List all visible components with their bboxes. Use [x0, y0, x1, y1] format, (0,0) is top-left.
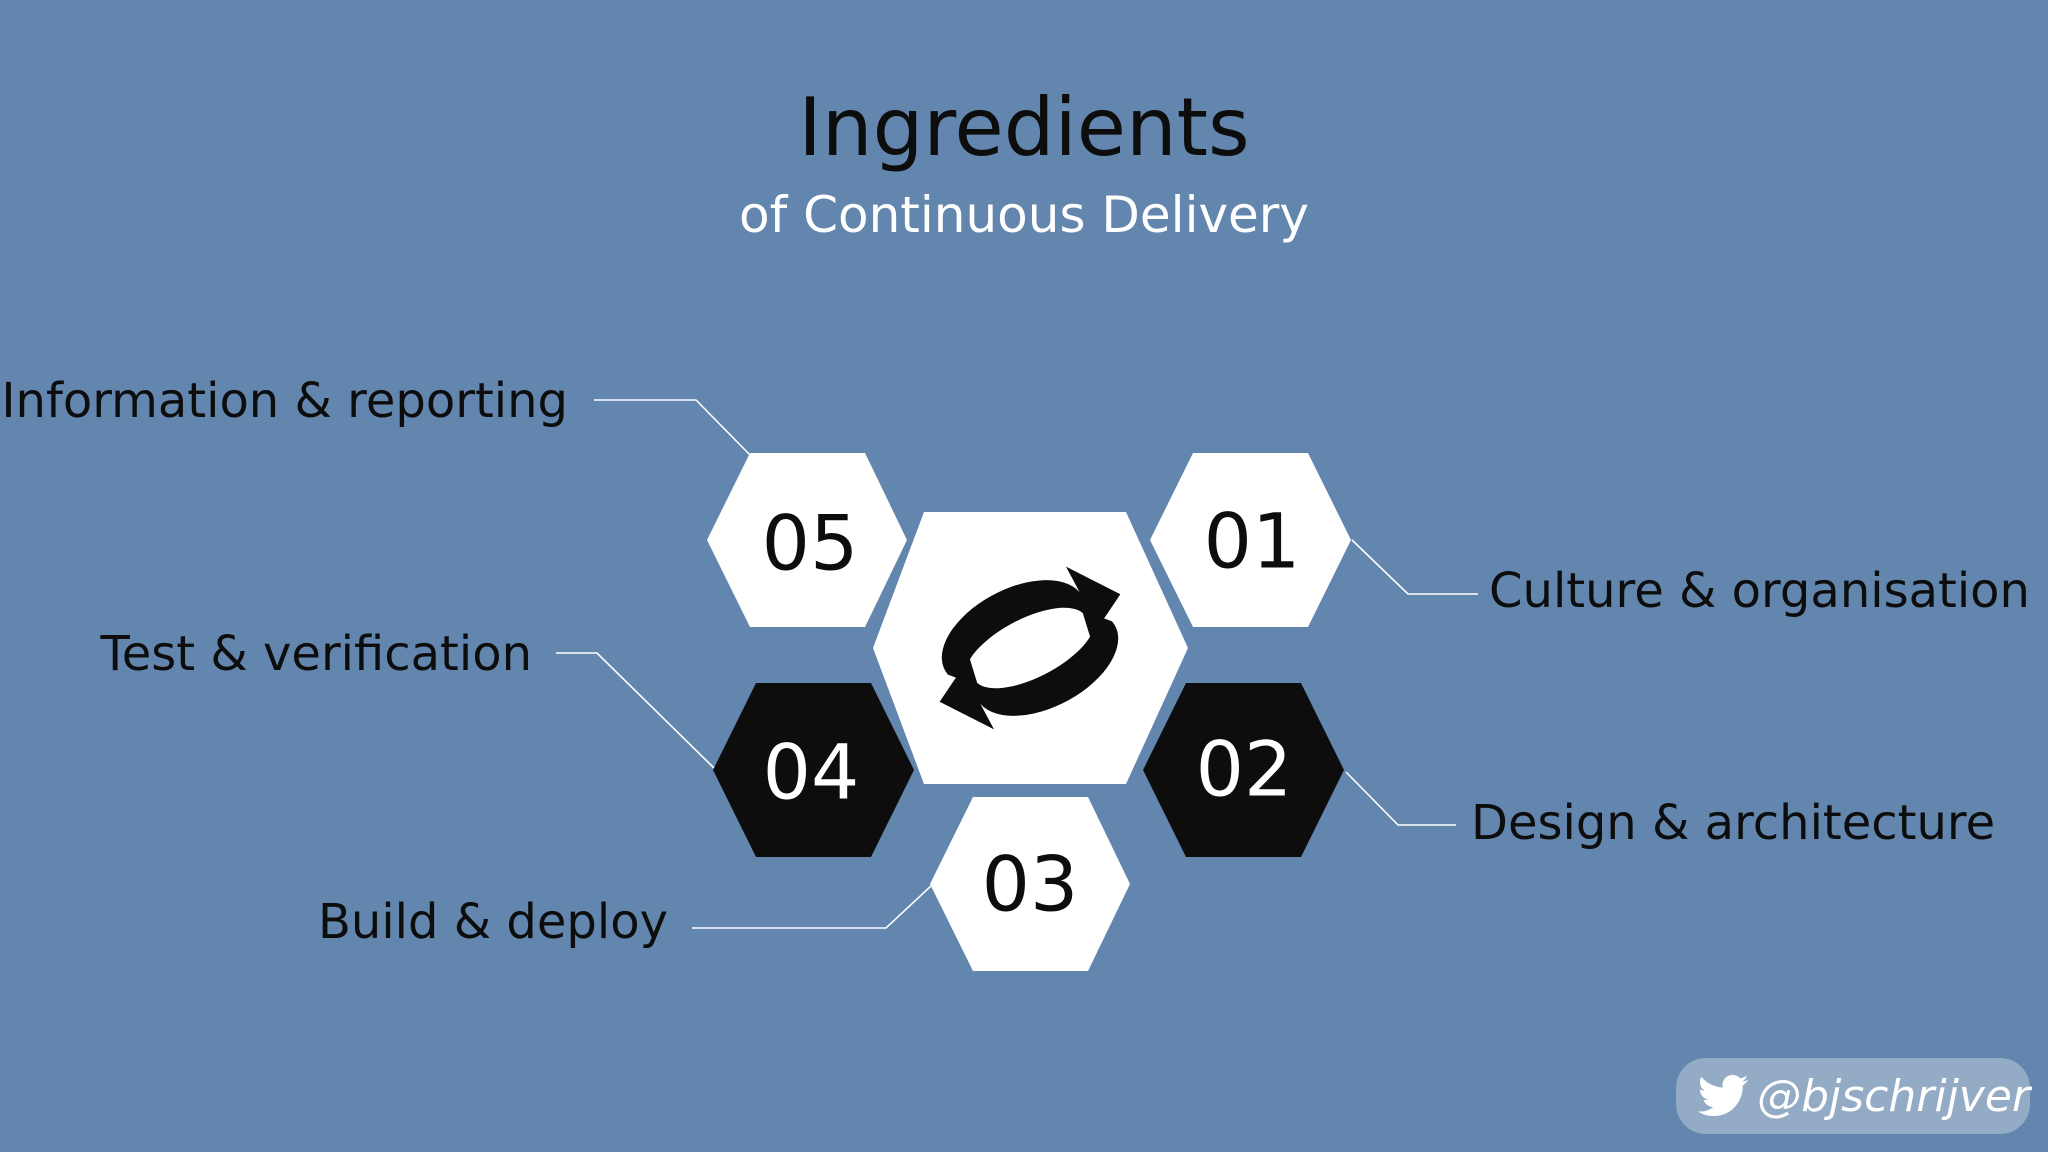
connector-01 [1351, 539, 1478, 595]
center-hexagon [873, 512, 1188, 784]
slide-title: Ingredients [798, 81, 1250, 174]
connector-03 [692, 884, 933, 929]
slide-subtitle: of Continuous Delivery [739, 186, 1309, 244]
label-01: Culture & organisation [1489, 563, 2030, 619]
hexagon-04: 04 [713, 683, 914, 857]
twitter-handle: @bjschrijver [1757, 1070, 2030, 1122]
connector-02 [1345, 771, 1456, 826]
twitter-badge: @bjschrijver [1676, 1058, 2030, 1134]
hexagon-01-number: 01 [1204, 497, 1301, 586]
label-04: Test & verification [100, 626, 532, 682]
hexagon-03-number: 03 [982, 840, 1079, 929]
label-03: Build & deploy [317, 894, 668, 950]
twitter-bird-icon [1698, 1074, 1749, 1117]
label-02: Design & architecture [1471, 795, 1996, 851]
hexagon-04-number: 04 [763, 728, 860, 817]
hexagon-05: 05 [707, 453, 907, 627]
label-05: Information & reporting [1, 373, 568, 429]
refresh-arrows-icon [939, 566, 1121, 730]
hexagon-01: 01 [1150, 453, 1351, 627]
connector-05 [594, 399, 751, 456]
connector-04 [556, 652, 715, 769]
hexagon-02: 02 [1143, 683, 1344, 857]
hexagon-02-number: 02 [1196, 725, 1293, 814]
hexagon-05-number: 05 [762, 499, 859, 588]
hexagon-03: 03 [930, 797, 1130, 971]
